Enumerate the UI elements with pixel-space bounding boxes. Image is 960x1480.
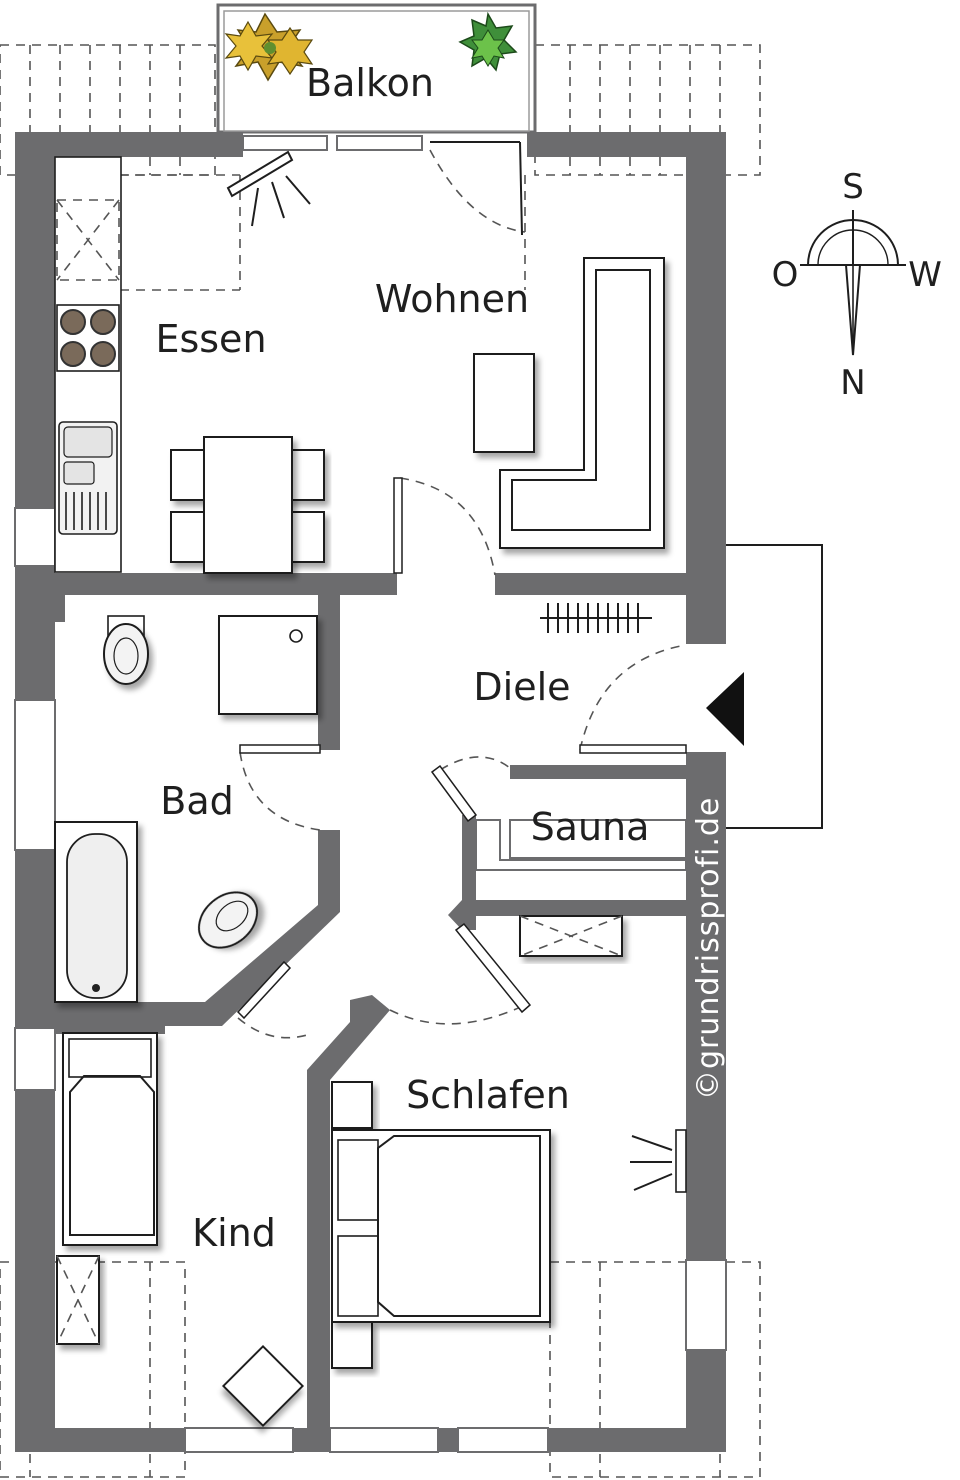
cabinet-icon xyxy=(519,915,623,957)
radiator-icon xyxy=(540,603,652,633)
bathtub-icon xyxy=(54,821,138,1003)
lamp-icon xyxy=(226,150,311,227)
room-label-balkon: Balkon xyxy=(306,61,434,105)
washbasin-icon xyxy=(198,891,258,949)
room-label-wohnen: Wohnen xyxy=(375,277,529,321)
shower-icon xyxy=(218,615,318,715)
compass-south: S xyxy=(842,167,864,207)
room-label-bad: Bad xyxy=(160,779,233,823)
side-table xyxy=(221,1344,305,1428)
sofa xyxy=(473,257,665,549)
compass-west: W xyxy=(908,255,942,295)
watermark: ©grundrissprofi.de xyxy=(691,797,726,1100)
wall-light-icon xyxy=(630,1129,687,1193)
room-label-sauna: Sauna xyxy=(531,805,650,849)
plant-icon xyxy=(224,12,314,82)
room-label-diele: Diele xyxy=(473,665,570,709)
stove-icon xyxy=(56,304,120,372)
compass-east: O xyxy=(772,255,799,295)
toilet-icon xyxy=(103,615,149,685)
entrance xyxy=(726,544,823,829)
door-swings xyxy=(236,141,687,1039)
room-label-schlafen: Schlafen xyxy=(406,1073,570,1117)
windows xyxy=(14,135,727,1453)
compass-north: N xyxy=(840,363,865,403)
dining-table xyxy=(170,436,325,574)
single-bed xyxy=(62,1032,158,1246)
entrance-arrow-icon xyxy=(706,672,744,746)
room-label-kind: Kind xyxy=(192,1211,276,1255)
room-labels: Balkon Wohnen Essen Diele Bad Sauna Schl… xyxy=(155,61,649,1255)
room-label-essen: Essen xyxy=(155,317,266,361)
wardrobe-icon xyxy=(56,1255,100,1345)
double-bed xyxy=(331,1081,551,1369)
sink-icon xyxy=(58,421,118,535)
plant-icon xyxy=(458,11,518,72)
compass-icon: S O W N xyxy=(772,167,942,403)
